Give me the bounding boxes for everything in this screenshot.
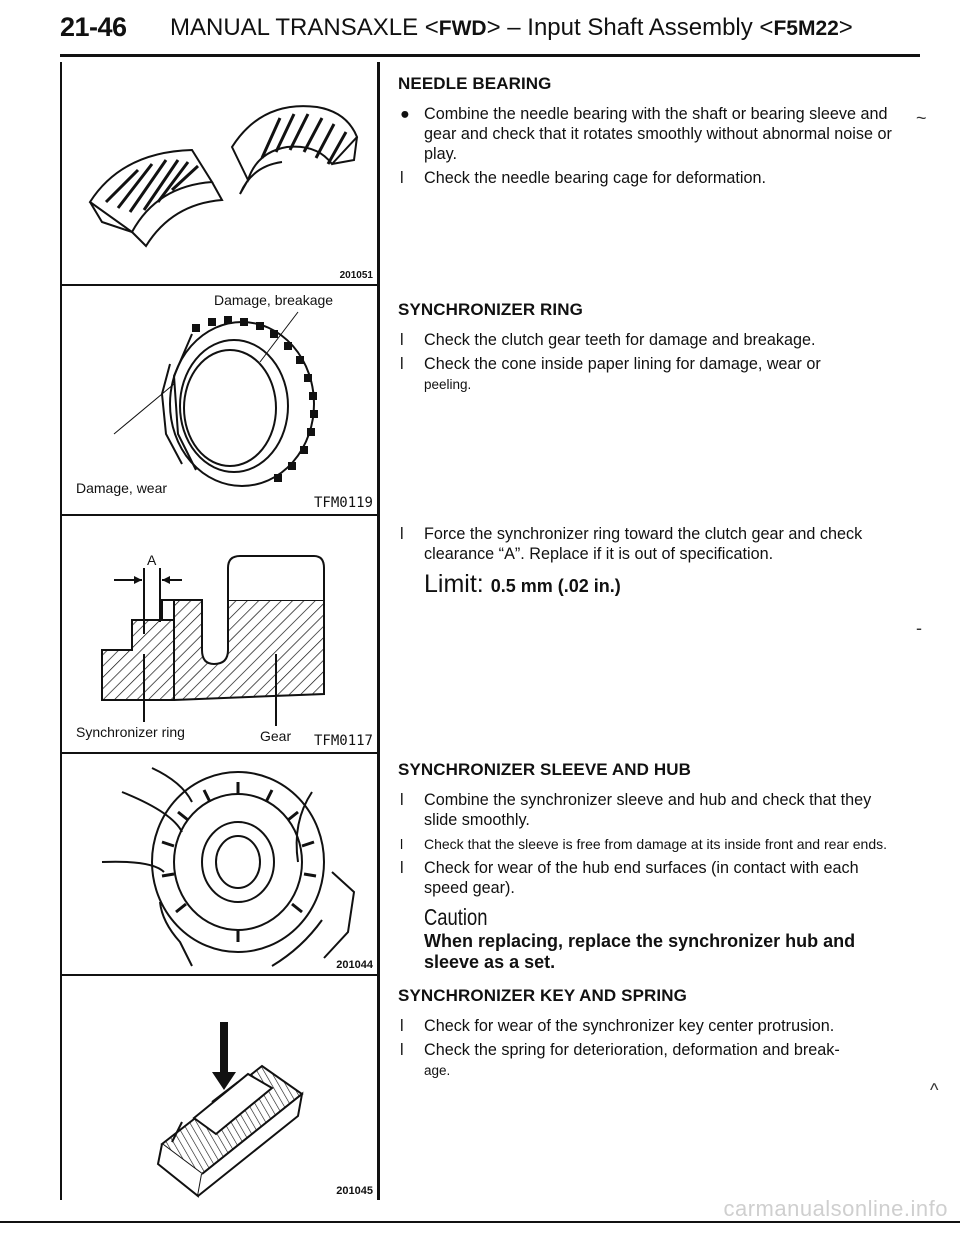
- title-model: F5M22: [773, 17, 839, 40]
- sleeve-hub-illustration: [101, 767, 356, 967]
- title-fwd: FWD: [438, 17, 487, 40]
- figure-synchronizer-ring: Damage, breakage Damage, wear TFM0119: [62, 284, 377, 516]
- title-mid: > – Input Shaft Assembly <: [486, 14, 774, 41]
- section-heading: SYNCHRONIZER SLEEVE AND HUB: [398, 760, 691, 779]
- figure-synchronizer-key: 201045: [62, 974, 377, 1200]
- figure-sleeve-hub: 201044: [62, 752, 377, 976]
- caution-text: When replacing, replace the synchronizer…: [424, 931, 856, 972]
- header-rule: [60, 54, 920, 57]
- section-heading: SYNCHRONIZER RING: [398, 300, 583, 319]
- figure-clearance-a: A Synchronizer ring Gear TFM0117: [62, 514, 377, 754]
- footer-watermark: carmanualsonline.info: [723, 1196, 948, 1221]
- section-needle-bearing: NEEDLE BEARING ●Combine the needle beari…: [398, 74, 892, 192]
- clearance-diagram: [101, 555, 325, 726]
- synchronizer-ring-illustration: [113, 311, 318, 487]
- scan-mark: -: [916, 618, 922, 638]
- figure-code: TFM0117: [313, 733, 373, 749]
- caution-note: Caution When replacing, replace the sync…: [398, 904, 892, 973]
- title-pre: MANUAL TRANSAXLE <: [170, 14, 439, 41]
- needle-bearing-illustration: [88, 105, 359, 248]
- page-number: 21-46: [60, 12, 127, 42]
- text-column: NEEDLE BEARING ●Combine the needle beari…: [398, 62, 898, 1202]
- synchronizer-key-illustration: [156, 1022, 304, 1198]
- page-header: 21-46 MANUAL TRANSAXLE <FWD> – Input Sha…: [60, 6, 920, 50]
- label-damage-breakage: Damage, breakage: [214, 292, 334, 308]
- figure-code: 201051: [339, 270, 373, 281]
- section-heading: SYNCHRONIZER KEY AND SPRING: [398, 986, 687, 1005]
- section-heading: NEEDLE BEARING: [398, 74, 552, 93]
- page-title: MANUAL TRANSAXLE <FWD> – Input Shaft Ass…: [170, 14, 853, 42]
- figure-column: 201051: [60, 62, 380, 1200]
- figure-needle-bearing: 201051: [62, 62, 377, 286]
- limit-spec: Limit: 0.5 mm (.02 in.): [424, 570, 621, 598]
- footer-rule: [0, 1221, 960, 1223]
- label-damage-wear: Damage, wear: [76, 480, 168, 496]
- figure-code: 201044: [336, 959, 373, 971]
- label-a: A: [147, 552, 157, 568]
- label-synchronizer-ring: Synchronizer ring: [76, 724, 185, 740]
- label-gear: Gear: [260, 728, 292, 744]
- scan-mark: ^: [930, 1080, 939, 1100]
- caution-label: Caution: [424, 904, 488, 930]
- list-item: ●Combine the needle bearing with the sha…: [400, 105, 892, 163]
- scan-mark: ~: [916, 108, 927, 128]
- figure-code: 201045: [336, 1185, 373, 1197]
- title-post: >: [838, 14, 853, 41]
- figure-code: TFM0119: [313, 495, 373, 511]
